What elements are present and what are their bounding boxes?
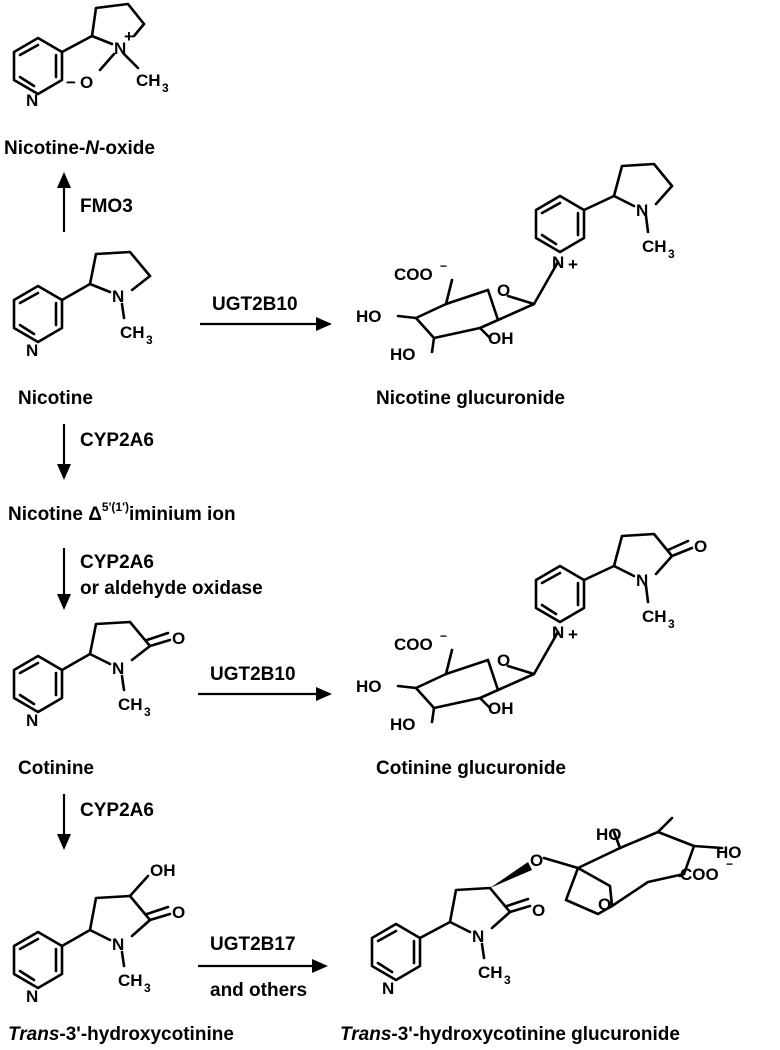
aldehyde-oxidase-label: or aldehyde oxidase: [80, 578, 263, 599]
nicotine-pyrrolidine-n: N: [112, 287, 124, 306]
ugt-hydroxy-enzyme-label: UGT2B17: [210, 934, 296, 955]
cot-gluc-ho-1: HO: [356, 677, 382, 696]
hcg-ch3-sub: 3: [504, 973, 511, 987]
cot-gluc-pyrrolidine-n: N: [636, 571, 648, 590]
cotinine-glucuronide-label: Cotinine glucuronide: [376, 758, 566, 779]
reaction-arrow-icon: [57, 834, 71, 850]
iminium-label: Nicotine Δ5'(1')iminium ion: [8, 500, 236, 525]
reaction-arrow-icon: [316, 687, 332, 701]
ugt-nicotine-enzyme-label: UGT2B10: [212, 294, 298, 315]
hydroxycot-carbonyl-o: O: [172, 903, 185, 922]
cot-gluc-coo: COO: [394, 635, 433, 654]
cotinine-pyridine-n: N: [26, 711, 38, 730]
hydroxycot-pyrrolidine-n: N: [112, 935, 124, 954]
nicotine-ch: CH: [120, 323, 145, 342]
nic-gluc-pyrrolidine-n: N: [636, 201, 648, 220]
cot-gluc-ring-o: O: [497, 651, 510, 670]
cot-gluc-ch3-sub: 3: [668, 617, 675, 631]
nic-gluc-pyridinium-n: N: [552, 253, 564, 272]
hydroxycot-pyridine-n: N: [26, 987, 38, 1006]
hydroxycotinine-glucuronide-structure: O N N O CH 3 O HO HO COO −: [370, 816, 742, 998]
hcg-pyrrolidine-n: N: [472, 927, 484, 946]
ugt-hydroxy-arrow: [198, 959, 328, 973]
cot-gluc-pyridinium-n: N: [552, 623, 564, 642]
cyp-hydroxy-arrow: [57, 794, 71, 850]
nic-gluc-ho-2: HO: [390, 345, 416, 364]
n-oxide-ch3-sub: 3: [162, 81, 169, 95]
hcg-pyridine-n: N: [382, 979, 394, 998]
nic-gluc-oh: OH: [488, 329, 514, 348]
nic-gluc-ring-o: O: [497, 281, 510, 300]
n-oxide-pyrrolidine-n: N: [114, 39, 126, 58]
nic-gluc-plus: +: [568, 255, 578, 274]
n-oxide-minus: −: [66, 73, 76, 92]
hcg-ring-o: O: [598, 895, 611, 914]
cotinine-structure: N N O CH 3: [12, 620, 185, 730]
n-oxide-ch: CH: [136, 71, 161, 90]
fmo3-enzyme-label: FMO3: [80, 196, 133, 217]
cot-gluc-plus: +: [568, 625, 578, 644]
cotinine-glucuronide-structure: N + N O CH 3 O COO − HO HO OH: [356, 532, 707, 734]
cotinine-ch3-sub: 3: [144, 705, 151, 719]
cyp-iminium-arrow: [57, 424, 71, 480]
hydroxycotinine-label: Trans-3'-hydroxycotinine: [8, 1024, 234, 1045]
cyp-cotinine-enzyme-label: CYP2A6: [80, 552, 154, 573]
reaction-arrow-icon: [312, 959, 328, 973]
cot-gluc-ho-2: HO: [390, 715, 416, 734]
reaction-arrow-icon: [57, 594, 71, 610]
hydroxycotinine-structure: N N O OH CH 3: [12, 861, 185, 1006]
hydroxycot-oh: OH: [150, 861, 176, 880]
hydroxycot-ch3-sub: 3: [144, 981, 151, 995]
hydroxycot-ch: CH: [118, 971, 143, 990]
cyp-iminium-enzyme-label: CYP2A6: [80, 430, 154, 451]
cyp-hydroxy-enzyme-label: CYP2A6: [80, 800, 154, 821]
nicotine-pyridine-n: N: [26, 341, 38, 360]
and-others-label: and others: [210, 980, 307, 1001]
cot-gluc-ch: CH: [642, 607, 667, 626]
nicotine-n-oxide-structure: N N + − O CH 3: [12, 2, 169, 110]
nicotine-n-oxide-label: Nicotine-N-oxide: [4, 138, 155, 159]
reaction-arrow-icon: [57, 464, 71, 480]
ugt-cotinine-arrow: [198, 687, 332, 701]
cot-gluc-oh: OH: [488, 699, 514, 718]
n-oxide-pyridine-n: N: [26, 91, 38, 110]
cyp-cotinine-arrow: [57, 548, 71, 610]
nicotine-glucuronide-structure: N + N CH 3 O COO − HO HO OH: [356, 162, 675, 364]
hcg-carbonyl-o: O: [532, 901, 545, 920]
hcg-coo-minus: −: [726, 857, 733, 871]
fmo3-arrow: [57, 172, 71, 232]
nic-gluc-coo: COO: [394, 265, 433, 284]
hcg-glycosidic-o: O: [530, 851, 543, 870]
nicotine-label: Nicotine: [18, 388, 93, 409]
cotinine-label: Cotinine: [18, 758, 94, 779]
hcg-oh-right: HO: [716, 843, 742, 862]
cot-gluc-coo-minus: −: [440, 629, 447, 643]
nicotine-structure: N N CH 3: [12, 250, 153, 360]
reaction-arrow-icon: [316, 317, 332, 331]
ugt-cotinine-enzyme-label: UGT2B10: [210, 664, 296, 685]
nicotine-ch3-sub: 3: [146, 333, 153, 347]
hcg-ch: CH: [478, 963, 503, 982]
hcg-coo: COO: [680, 865, 719, 884]
cotinine-ch: CH: [118, 695, 143, 714]
n-oxide-o: O: [80, 73, 93, 92]
hcg-ho: HO: [596, 825, 622, 844]
cot-gluc-carbonyl-o: O: [694, 537, 707, 556]
nicotine-glucuronide-label: Nicotine glucuronide: [376, 388, 565, 409]
nic-gluc-coo-minus: −: [440, 259, 447, 273]
cotinine-pyrrolidine-n: N: [112, 659, 124, 678]
nic-gluc-ch: CH: [642, 237, 667, 256]
ugt-nicotine-arrow: [200, 317, 332, 331]
nic-gluc-ho-1: HO: [356, 307, 382, 326]
cotinine-carbonyl-o: O: [172, 629, 185, 648]
reaction-arrow-icon: [57, 172, 71, 188]
hydroxycotinine-glucuronide-label: Trans-3'-hydroxycotinine glucuronide: [340, 1024, 680, 1045]
n-oxide-plus: +: [124, 27, 134, 46]
nic-gluc-ch3-sub: 3: [668, 247, 675, 261]
